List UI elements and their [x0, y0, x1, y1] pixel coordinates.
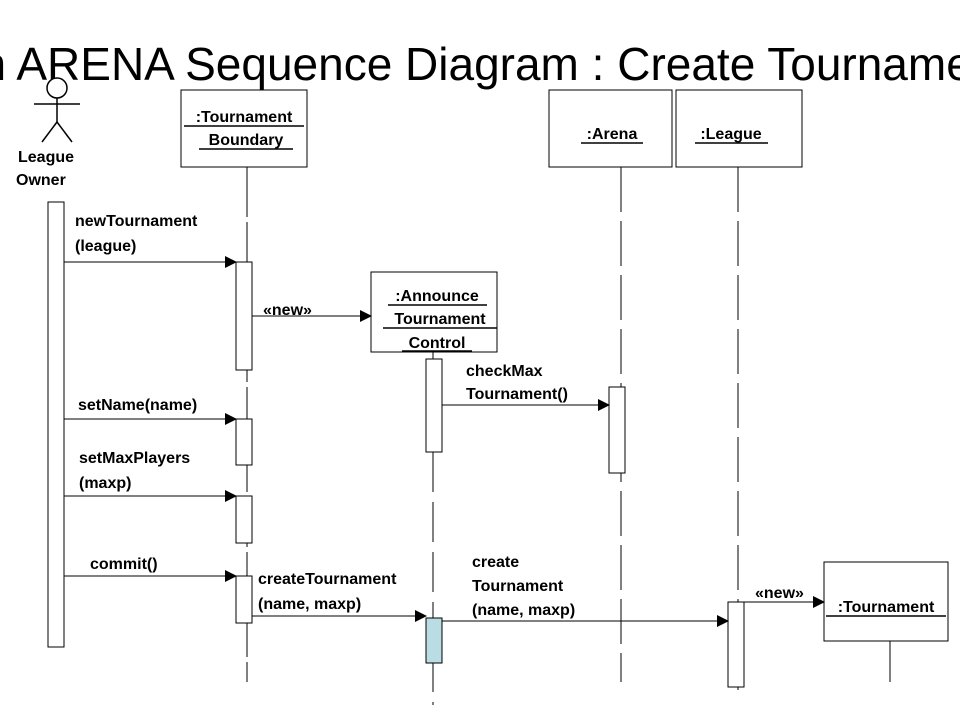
activation-arena: [608, 386, 626, 474]
message-create-tournament-1-line2: (name, maxp): [258, 596, 361, 613]
object-tournament-line1: :Tournament: [838, 599, 935, 616]
actor-label-line2: Owner: [16, 172, 66, 189]
message-create-tournament-2-line3: (name, maxp): [472, 602, 575, 619]
activation-league: [727, 601, 745, 688]
object-league: :League: [675, 89, 803, 168]
message-new-tournament-obj-label: «new»: [755, 585, 804, 602]
object-tournament-boundary-line1: :Tournament: [196, 109, 293, 126]
object-league-line1: :League: [700, 126, 761, 143]
message-create-tournament-1-line1: createTournament: [258, 571, 397, 588]
message-check-max-line1: checkMax: [466, 363, 543, 380]
message-set-name-label: setName(name): [78, 397, 197, 414]
object-announce-tournament-control: :Announce Tournament Control: [370, 271, 498, 353]
diagram-title: An ARENA Sequence Diagram : Create Tourn…: [0, 38, 960, 90]
message-new-control-label: «new»: [263, 302, 312, 319]
message-create-tournament-2-line1: create: [472, 554, 519, 571]
message-set-max-players-line2: (maxp): [79, 475, 131, 492]
message-check-max-line2: Tournament(): [466, 386, 568, 403]
activation-boundary-4: [235, 575, 253, 624]
message-new-tournament-line2: (league): [75, 238, 136, 255]
message-commit-label: commit(): [90, 556, 158, 573]
actor-activation-bar: [47, 201, 65, 648]
message-set-max-players-line1: setMaxPlayers: [79, 450, 190, 467]
actor-stick-figure-icon: [34, 77, 80, 143]
message-new-tournament-line1: newTournament: [75, 213, 198, 230]
object-announce-control-line1: :Announce: [395, 288, 479, 305]
message-create-tournament-2-line2: Tournament: [472, 578, 564, 595]
object-tournament-boundary-line2: Boundary: [209, 132, 284, 149]
actor-label-line1: League: [18, 149, 74, 166]
activation-announce-control-1: [425, 358, 443, 453]
object-tournament-boundary: :Tournament Boundary: [180, 89, 308, 168]
object-tournament: :Tournament: [823, 561, 949, 642]
activation-boundary-1: [235, 261, 253, 371]
activation-announce-control-2: [425, 617, 443, 664]
object-announce-control-line2: Tournament: [394, 311, 486, 328]
activation-boundary-2: [235, 418, 253, 466]
object-announce-control-line3: Control: [409, 335, 466, 352]
activation-boundary-3: [235, 495, 253, 544]
object-arena-line1: :Arena: [587, 126, 638, 143]
object-arena: :Arena: [548, 89, 673, 168]
